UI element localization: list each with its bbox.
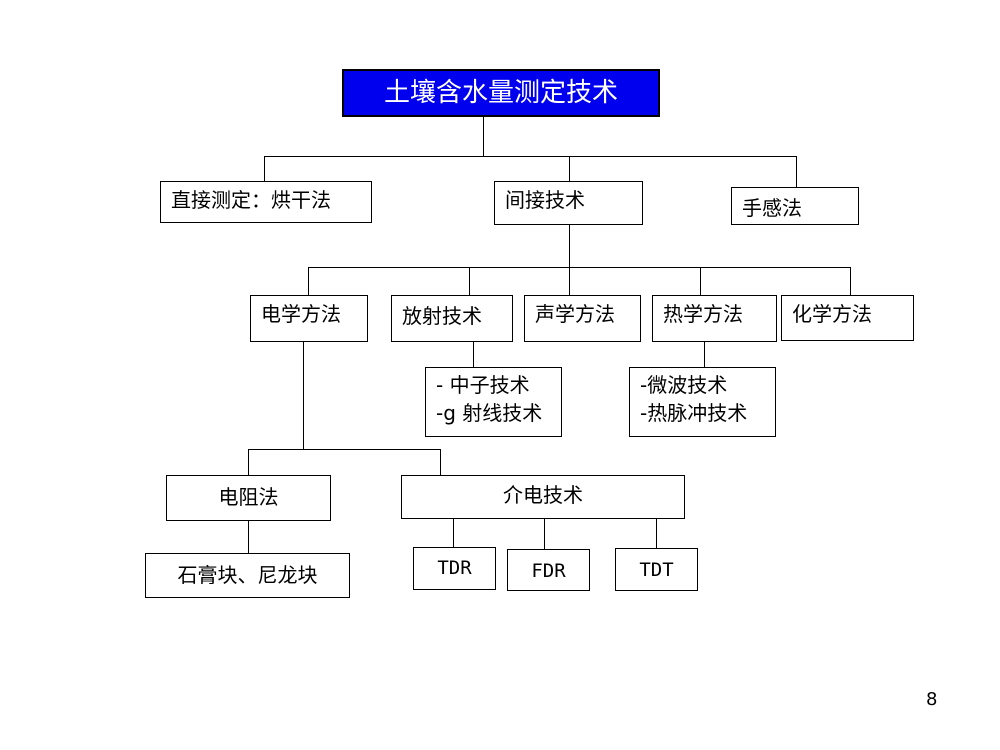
connector [469,267,470,296]
connector [569,156,570,182]
connector [248,449,249,476]
connector [544,518,545,550]
node-tdt: TDT [615,548,698,591]
page-number: 8 [926,689,938,710]
root-node: 土壤含水量测定技术 [342,69,660,117]
connector [700,267,701,296]
node-direct-drying: 直接测定：烘干法 [160,181,372,223]
node-thermal-methods: -微波技术 -热脉冲技术 [629,367,776,437]
node-thermal: 热学方法 [652,295,777,342]
connector [248,449,441,450]
method-microwave: -微波技术 [640,373,728,397]
connector [796,156,797,188]
connector [303,341,304,450]
node-acoustic: 声学方法 [524,295,641,342]
connector [704,341,705,368]
node-indirect: 间接技术 [494,181,643,225]
node-hand-feel: 手感法 [731,187,859,225]
connector [440,449,441,476]
node-resistance: 电阻法 [166,475,331,521]
connector [308,267,309,296]
connector [264,156,797,157]
node-electrical: 电学方法 [250,295,368,342]
node-radiation: 放射技术 [391,295,513,342]
node-dielectric: 介电技术 [401,475,685,519]
connector [473,341,474,368]
connector [453,518,454,548]
method-heat-pulse: -热脉冲技术 [640,401,748,425]
connector [656,518,657,549]
connector [569,224,570,296]
node-resistance-examples: 石膏块、尼龙块 [145,553,350,598]
connector [850,267,851,296]
connector [248,520,249,554]
node-chemical: 化学方法 [781,295,914,341]
node-fdr: FDR [507,549,590,591]
node-tdr: TDR [413,547,496,590]
node-radiation-methods: - 中子技术 -g 射线技术 [425,367,562,437]
connector [483,116,484,157]
connector [308,267,851,268]
method-gamma-ray: -g 射线技术 [436,401,543,425]
connector [264,156,265,182]
method-neutron: - 中子技术 [436,373,530,397]
